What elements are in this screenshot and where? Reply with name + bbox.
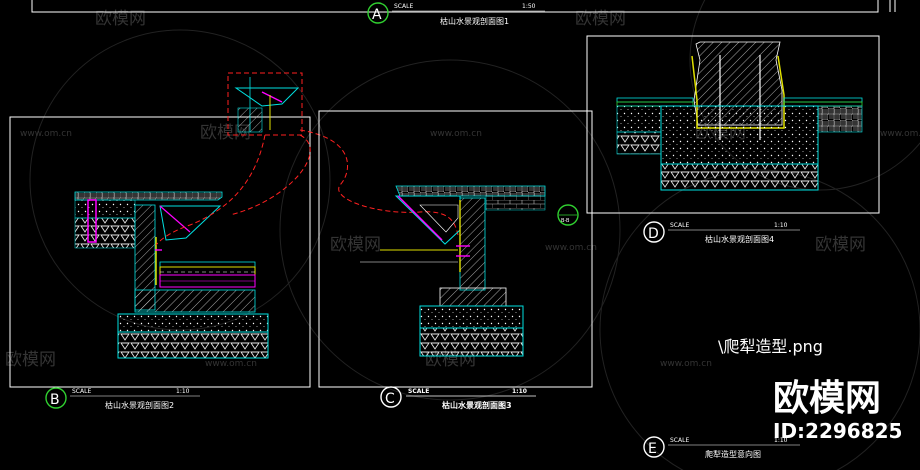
section-b-scale-value: 1:10 <box>176 388 190 395</box>
section-marker-small-label: B-B <box>561 218 570 224</box>
section-marker-small: B-B <box>557 204 579 226</box>
section-e: E SCALE 1:10 爬犁造型意向图 <box>643 436 800 459</box>
section-b-marker <box>45 387 67 409</box>
section-d-scale-value: 1:10 <box>774 222 788 229</box>
section-e-title: 爬犁造型意向图 <box>705 449 761 459</box>
section-a-scale-value: 1:50 <box>522 3 536 10</box>
section-e-scale-label: SCALE <box>670 437 689 444</box>
image-placeholder-label: \爬犁造型.png <box>718 337 823 356</box>
section-e-letter: E <box>648 441 657 457</box>
watermark-big-brand: 欧模网 <box>773 378 881 419</box>
section-d-letter: D <box>648 226 659 242</box>
section-c-title: 枯山水景观剖面图3 <box>442 400 512 410</box>
section-e-marker <box>643 436 665 458</box>
section-a-letter: A <box>372 7 382 23</box>
section-d-title: 枯山水景观剖面图4 <box>705 234 774 244</box>
watermark-url: www.om.cn <box>20 129 72 139</box>
section-d-frame <box>586 35 880 214</box>
watermark-brand: 欧模网 <box>330 235 381 255</box>
section-b-frame <box>9 116 311 388</box>
watermark-url: www.om.cn <box>660 359 712 369</box>
section-e-scale-value: 1:10 <box>774 437 788 444</box>
section-c-letter: C <box>385 391 395 407</box>
section-a-marker <box>367 2 389 24</box>
section-d: D SCALE 1:10 枯山水景观剖面图4 <box>586 35 880 244</box>
watermark-id: ID:2296825 <box>773 419 902 443</box>
section-b-scale-label: SCALE <box>72 388 91 395</box>
watermark-url: www.om.cn <box>205 359 257 369</box>
section-b-letter: B <box>50 392 60 408</box>
section-b: B SCALE 1:10 枯山水景观剖面图2 <box>9 116 311 410</box>
watermark-url: www.om.cn <box>545 243 597 253</box>
section-b-title: 枯山水景观剖面图2 <box>105 400 174 410</box>
section-d-marker <box>643 221 665 243</box>
section-c-scale-value: 1:10 <box>512 388 527 395</box>
section-c-marker <box>380 386 402 408</box>
detail-callout <box>155 72 459 246</box>
watermark-brand: 欧模网 <box>5 350 56 370</box>
section-c-frame <box>318 110 593 388</box>
section-a-title: 枯山水景观剖面图1 <box>440 16 509 26</box>
watermark-url: www.om.cn <box>430 129 482 139</box>
section-c-scale-label: SCALE <box>408 388 429 395</box>
watermark-big: 欧模网 ID:2296825 <box>773 378 902 443</box>
section-c: C SCALE 1:10 枯山水景观剖面图3 <box>318 110 593 410</box>
watermark-brand: 欧模网 <box>575 9 626 29</box>
section-d-scale-label: SCALE <box>670 222 689 229</box>
section-a: A SCALE 1:50 枯山水景观剖面图1 <box>31 0 896 26</box>
watermark-brand: 欧模网 <box>815 235 866 255</box>
watermark-brand: 欧模网 <box>95 9 146 29</box>
section-a-scale-label: SCALE <box>394 3 413 10</box>
watermark-url: www.om.cn <box>880 129 920 139</box>
